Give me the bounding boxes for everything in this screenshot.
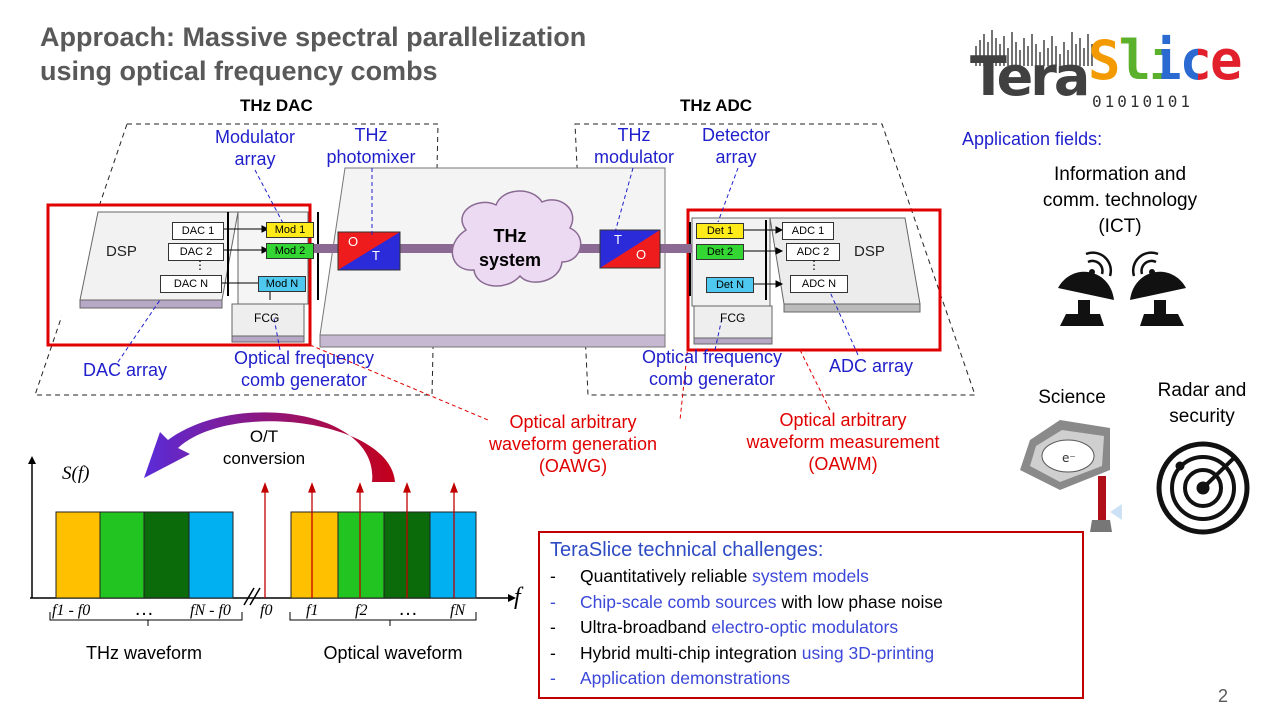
- dac-red-frame: [46, 203, 312, 347]
- satellite-dish-icon-2: [1130, 251, 1186, 326]
- adc-block-n: ADC N: [790, 275, 848, 293]
- to-t-letter: T: [614, 232, 622, 247]
- adc-block-dots: ⋮: [808, 258, 820, 272]
- dac-block-2: DAC 2: [168, 243, 224, 261]
- logo-tera-text: Tera: [970, 45, 1090, 108]
- dac-block-1: DAC 1: [172, 222, 224, 240]
- challenge-item-4: -Hybrid multi-chip integration using 3D-…: [550, 642, 935, 663]
- y-axis-label: S(f): [62, 463, 90, 484]
- title-line-2: using optical frequency combs: [40, 56, 438, 86]
- opt-band-4: [429, 511, 477, 599]
- thz-band-1: [55, 511, 101, 599]
- ot-o-letter: O: [348, 234, 359, 249]
- tick-fN: fN: [450, 602, 466, 619]
- tick-f1-f0: f1 - f0: [52, 602, 91, 619]
- dsp-left-label: DSP: [106, 243, 137, 260]
- dac-array-label: DAC array: [82, 360, 167, 380]
- link-right: [560, 244, 602, 253]
- optical-waveform-label: Optical waveform: [323, 643, 463, 663]
- mod-block-2: Mod 2: [266, 243, 314, 259]
- thz-band-3: [143, 511, 190, 599]
- radar-icon: [1156, 441, 1250, 535]
- tick-dots-left: …: [134, 598, 154, 620]
- adc-red-frame: [686, 208, 942, 352]
- page-number: 2: [1218, 686, 1229, 706]
- thz-system-cloud-icon: [451, 190, 582, 287]
- fcg-board-left: [231, 303, 305, 337]
- det-block-n: Det N: [706, 277, 754, 293]
- center-platform-edge: [319, 334, 666, 348]
- particle-accelerator-icon: e⁻: [1020, 420, 1122, 532]
- spectrum-plot: [28, 412, 516, 626]
- application-fields-header: Application fields:: [962, 129, 1103, 149]
- to-converter-icon: [599, 229, 661, 269]
- link-left: [400, 244, 464, 253]
- dac-block-dots: ⋮: [194, 258, 206, 272]
- challenges-title: TeraSlice technical challenges:: [550, 539, 824, 561]
- tick-fN-f0: fN - f0: [190, 602, 231, 619]
- challenge-item-5: -Application demonstrations: [550, 668, 791, 688]
- slide-title: Approach: Massive spectral parallelizati…: [40, 20, 680, 88]
- tick-dots-right: …: [398, 598, 418, 620]
- det-block-2: Det 2: [696, 244, 744, 260]
- title-line-1: Approach: Massive spectral parallelizati…: [40, 22, 587, 52]
- fcg-right-label: FCG: [720, 311, 746, 325]
- opt-band-1: [290, 511, 339, 599]
- thz-dac-header: THz DAC: [240, 96, 313, 115]
- challenge-item-3: -Ultra-broadband electro-optic modulator…: [550, 617, 899, 637]
- thz-waveform-label: THz waveform: [85, 643, 202, 663]
- mod-block-1: Mod 1: [266, 222, 314, 238]
- ot-converter-icon: [337, 231, 401, 271]
- tick-f2: f2: [355, 602, 368, 619]
- tick-f0: f0: [260, 602, 273, 619]
- logo-binary-text: 01010101: [1092, 92, 1194, 111]
- logo-barcode-icon: [975, 30, 1093, 66]
- fcg-left-label: FCG: [254, 311, 280, 325]
- det-block-1: Det 1: [696, 223, 744, 239]
- fcg-board-right: [693, 305, 773, 339]
- tick-f1: f1: [306, 602, 319, 619]
- mod-block-n: Mod N: [258, 276, 306, 292]
- challenges-box: TeraSlice technical challenges: -Quantit…: [538, 531, 1084, 699]
- dsp-right-label: DSP: [854, 243, 885, 260]
- challenge-item-2: -Chip-scale comb sources with low phase …: [550, 591, 943, 612]
- satellite-dish-icon-1: [1058, 251, 1114, 326]
- x-axis-label: f: [514, 584, 521, 610]
- opt-band-2: [337, 511, 385, 599]
- svg-text:e⁻: e⁻: [1062, 451, 1076, 465]
- to-o-letter: O: [636, 247, 647, 262]
- link-right-2: [630, 244, 692, 253]
- adc-array-label: ADC array: [828, 356, 913, 376]
- challenge-item-1: -Quantitatively reliable system models: [550, 566, 869, 586]
- teraslice-logo: Tera Slice 01010101: [970, 26, 1243, 116]
- conversion-arrow-icon: [144, 412, 395, 482]
- thz-band-4: [188, 511, 234, 599]
- logo-slice-word: Slice: [1088, 29, 1243, 92]
- logo-slice-text: Slice: [1088, 29, 1243, 92]
- dac-block-n: DAC N: [160, 275, 222, 293]
- science-label: Science: [1038, 387, 1106, 408]
- thz-adc-header: THz ADC: [680, 96, 753, 115]
- adc-block-2: ADC 2: [786, 243, 840, 261]
- adc-block-1: ADC 1: [782, 222, 834, 240]
- ot-t-letter: T: [372, 248, 380, 263]
- thz-band-2: [99, 511, 145, 599]
